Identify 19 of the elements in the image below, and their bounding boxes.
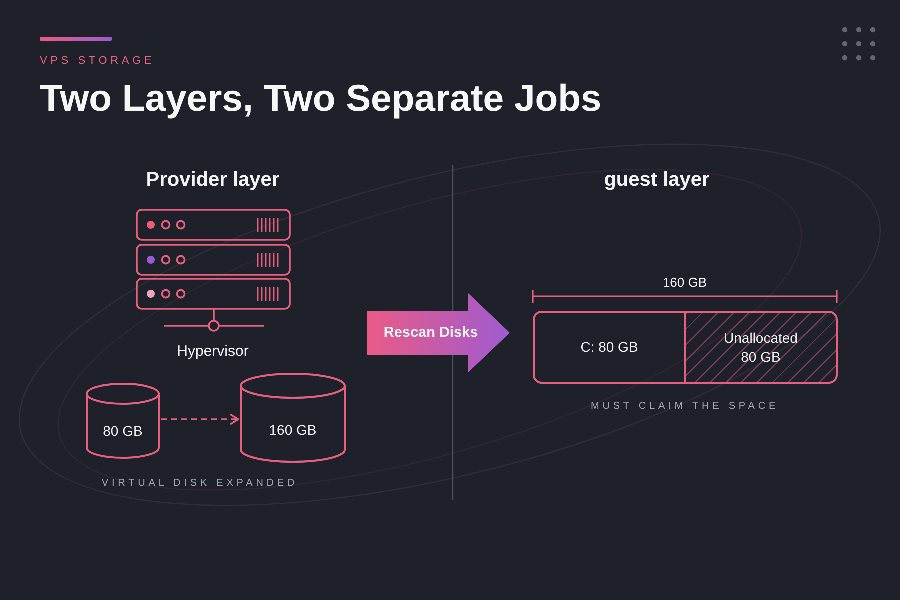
dashed-arrow [161, 414, 240, 426]
arrow-label: Rescan Disks [384, 324, 478, 342]
unallocated-segment [686, 311, 838, 384]
caption: VIRTUAL DISK EXPANDED [102, 478, 298, 489]
unallocated-label: Unallocated 80 GB [723, 329, 799, 366]
disk-cylinder [86, 383, 160, 459]
disk-size-label: 80 GB [103, 422, 143, 440]
disk-size-label: 160 GB [269, 420, 317, 440]
layer-heading: guest layer [604, 169, 710, 192]
hypervisor-label: Hypervisor [177, 343, 249, 360]
disk-cylinder [240, 373, 346, 463]
partition-label: C: 80 GB [580, 338, 638, 357]
section-kicker: VPS STORAGE [40, 55, 155, 67]
dimension-label: 160 GB [662, 275, 708, 290]
rescan-arrow-banner [367, 293, 510, 373]
partition-segment [533, 311, 686, 384]
title: Two Layers, Two Separate Jobs [40, 78, 602, 120]
layer-heading: Provider layer [146, 169, 280, 192]
caption: MUST CLAIM THE SPACE [590, 401, 780, 412]
